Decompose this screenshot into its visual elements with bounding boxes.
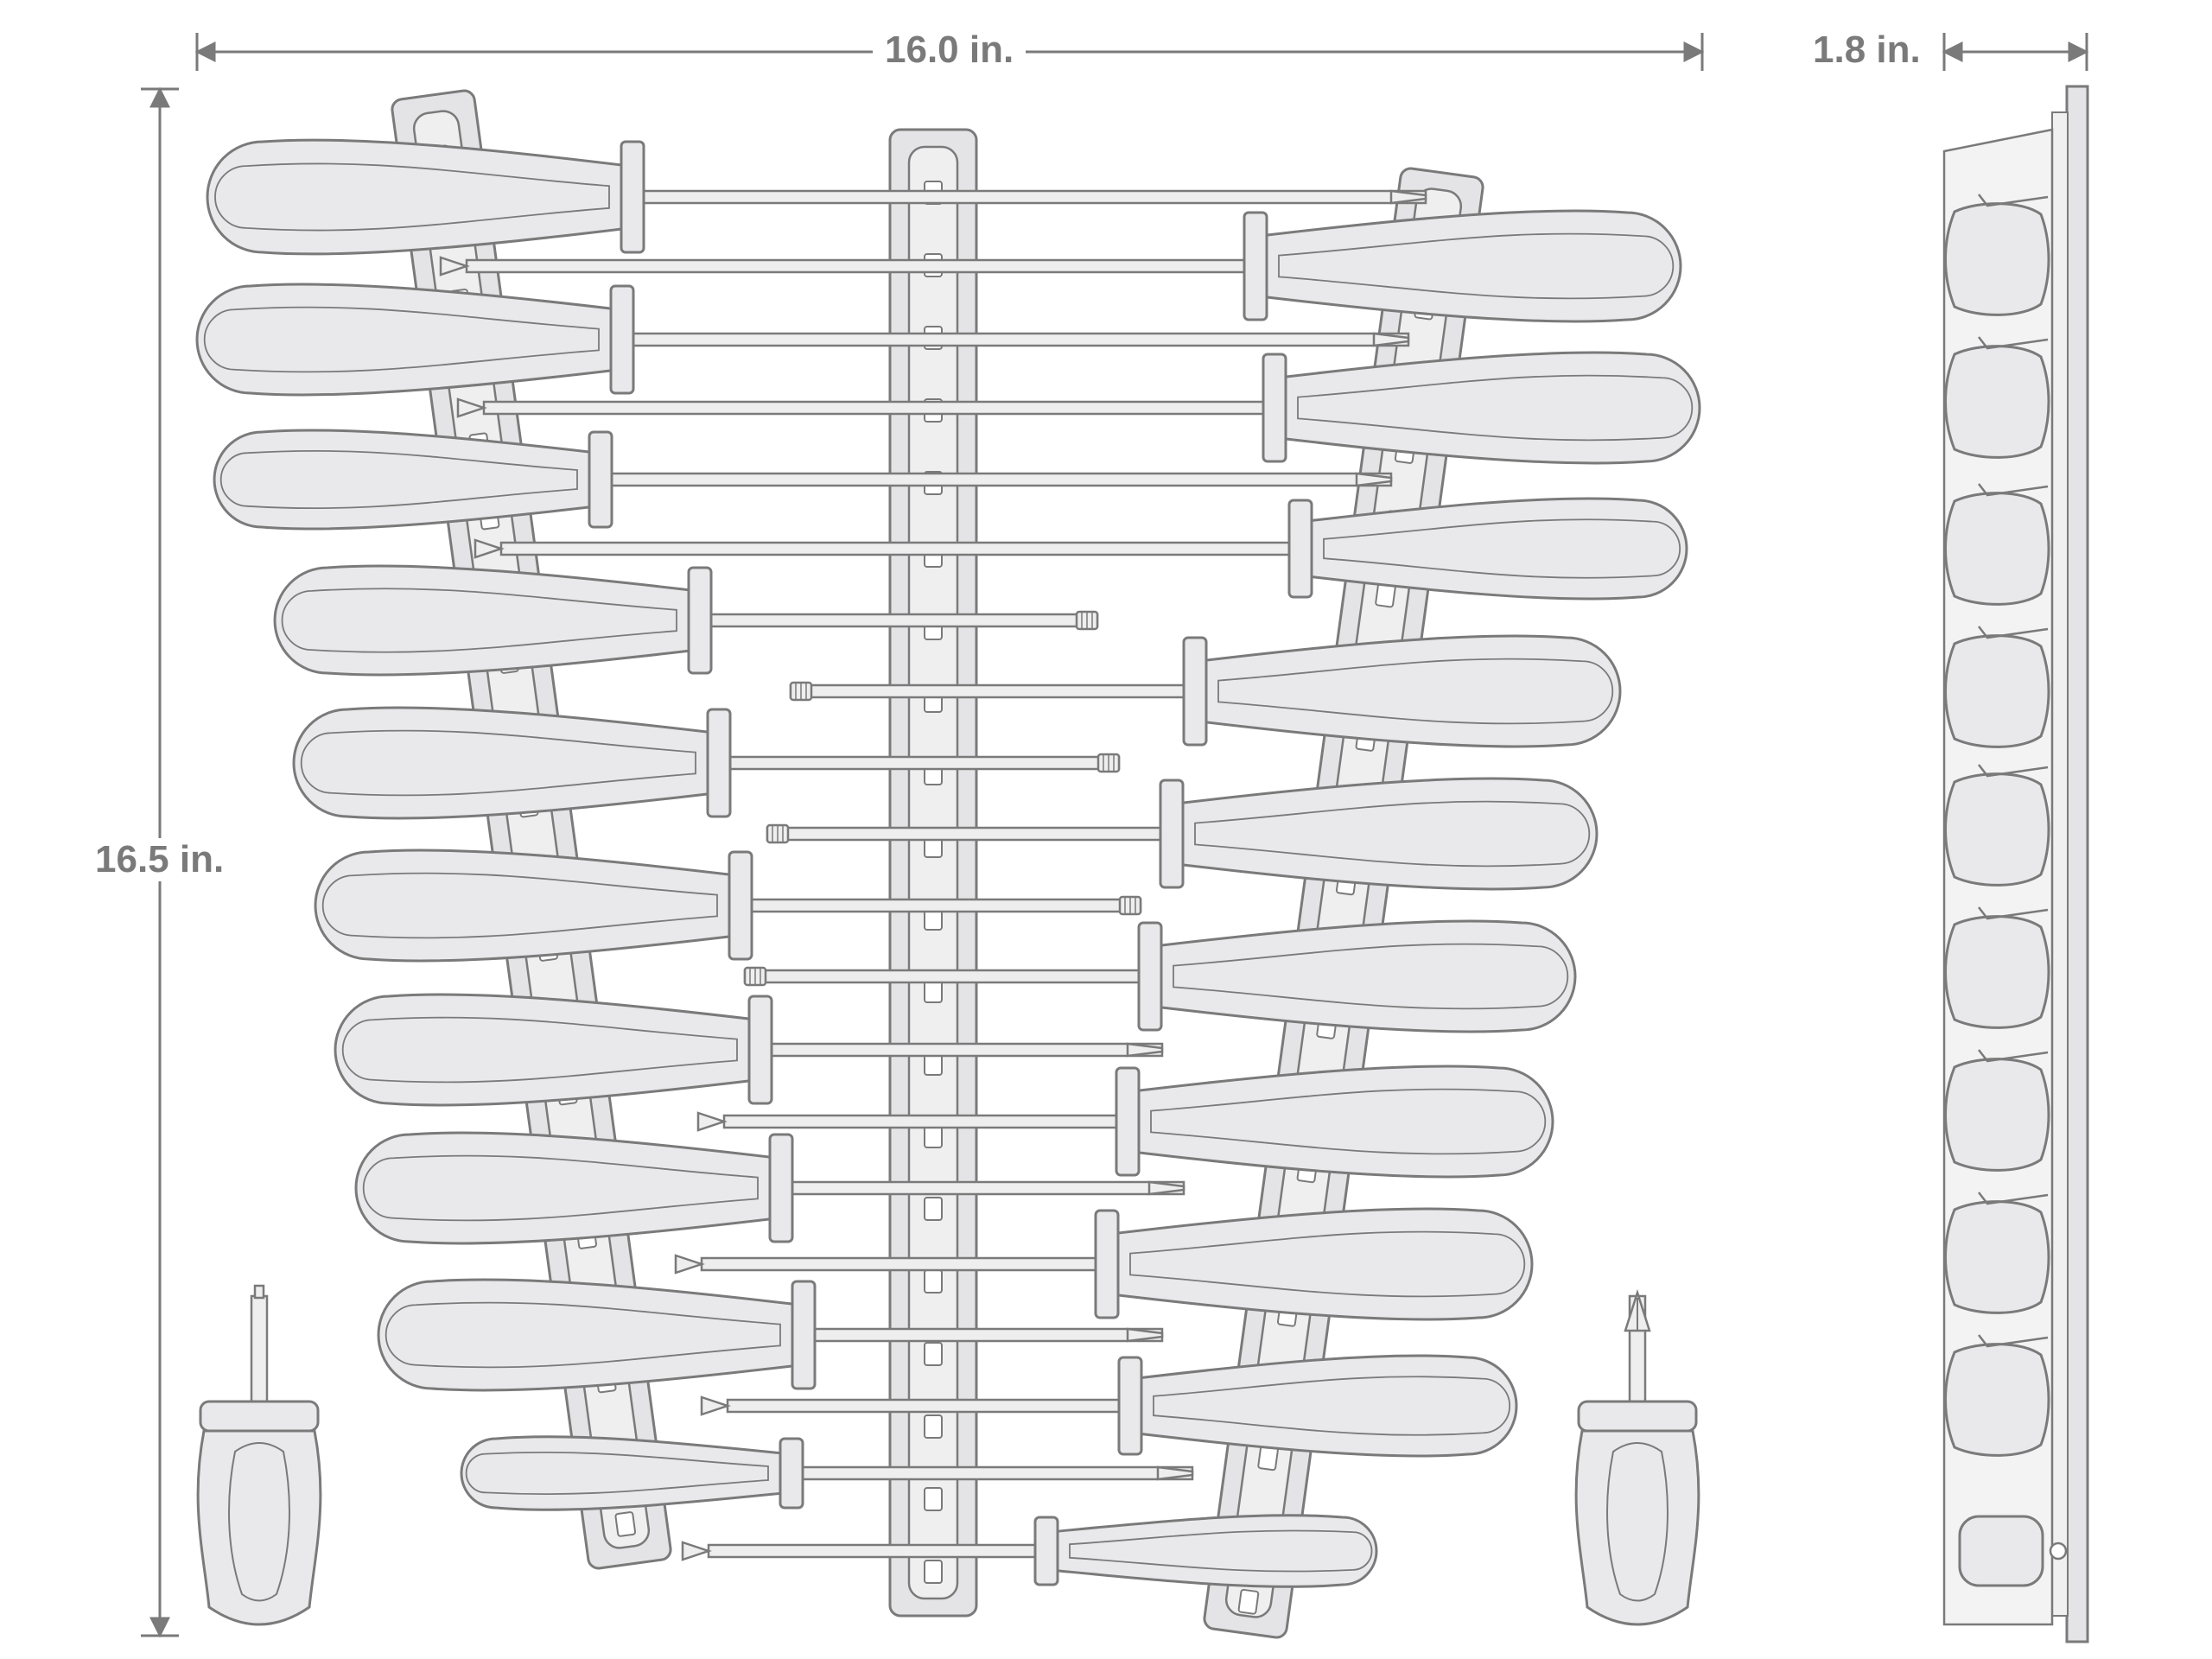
- right-screwdriver-3-handle: [1287, 497, 1688, 601]
- center-rail: [888, 128, 978, 1618]
- stubby-screwdrivers: [196, 1284, 1700, 1626]
- right-screwdriver-7-handle: [1115, 1065, 1554, 1179]
- left-screwdriver-9-shaft: [813, 1327, 1164, 1343]
- right-screwdriver-10-handle: [1033, 1514, 1378, 1588]
- left-screwdriver-5-shaft: [728, 753, 1121, 773]
- left-screwdriver-7-handle: [334, 993, 773, 1107]
- height-dimension-label: 16.5 in.: [83, 838, 237, 881]
- left-screwdriver-6-handle: [314, 849, 753, 963]
- right-screwdriver-6-handle: [1137, 919, 1577, 1033]
- left-screwdriver-2-handle: [195, 283, 635, 397]
- right-screwdriver-1-handle: [1243, 209, 1682, 323]
- left-screwdriver-2-shaft: [632, 332, 1410, 347]
- right-screwdriver-2-handle: [1262, 351, 1701, 465]
- right-screwdriver-8-shaft: [674, 1254, 1097, 1274]
- right-screwdriver-5-handle: [1159, 777, 1599, 891]
- side-view-handle-end-3: [1944, 483, 2050, 606]
- left-screwdriver-1-shaft: [642, 189, 1427, 205]
- right-screwdriver-9-shaft: [700, 1395, 1121, 1416]
- depth-dimension-label: 1.8 in.: [1801, 29, 1933, 72]
- side-view-handle-end-6: [1944, 906, 2050, 1029]
- right-screwdriver-4-handle: [1182, 634, 1622, 748]
- left-screwdriver-9-handle: [377, 1278, 817, 1392]
- right-screwdriver-9-handle: [1117, 1354, 1518, 1458]
- side-view-handle-end-2: [1944, 336, 2050, 459]
- right-screwdriver-8-handle: [1094, 1207, 1534, 1321]
- right-screwdriver-5-shaft: [766, 823, 1162, 844]
- stubby-screwdriver-left: [196, 1284, 322, 1626]
- side-view-handle-end-5: [1944, 764, 2050, 887]
- left-screwdriver-8-handle: [354, 1131, 794, 1245]
- right-screwdriver-3-shaft: [474, 538, 1291, 559]
- left-screwdriver-4-handle: [273, 564, 713, 677]
- left-screwdriver-10-handle: [460, 1435, 804, 1511]
- left-screwdriver-4-shaft: [709, 610, 1099, 631]
- right-screwdriver-2-shaft: [456, 397, 1265, 418]
- side-view-handle-end-7: [1944, 1049, 2050, 1172]
- left-screwdriver-1-handle: [206, 138, 645, 256]
- right-screwdriver-7-shaft: [696, 1111, 1118, 1132]
- side-view-handle-end-9: [1944, 1334, 2050, 1457]
- right-screwdriver-4-shaft: [789, 681, 1185, 702]
- side-view-handle-end-8: [1944, 1192, 2050, 1314]
- side-view-handle-end-1: [1944, 194, 2050, 316]
- left-screwdriver-3-handle: [213, 429, 613, 531]
- left-screwdriver-10-shaft: [801, 1465, 1194, 1481]
- left-screwdriver-7-shaft: [770, 1042, 1164, 1058]
- side-view-small-handle-end: [1958, 1515, 2044, 1587]
- right-screwdriver-6-shaft: [743, 966, 1141, 987]
- left-screwdriver-5-handle: [292, 706, 732, 820]
- right-screwdriver-10-shaft: [681, 1541, 1037, 1561]
- left-screwdriver-6-shaft: [750, 895, 1142, 916]
- rack-side-view: [1942, 85, 2089, 1643]
- screwdriver-handles: [195, 138, 1701, 1588]
- left-screwdriver-3-shaft: [610, 472, 1393, 487]
- width-dimension-label: 16.0 in.: [873, 29, 1027, 72]
- stubby-screwdriver-right: [1574, 1288, 1700, 1626]
- left-screwdriver-8-shaft: [791, 1180, 1185, 1196]
- right-screwdriver-1-shaft: [439, 256, 1246, 276]
- side-view-handle-end-4: [1944, 626, 2050, 748]
